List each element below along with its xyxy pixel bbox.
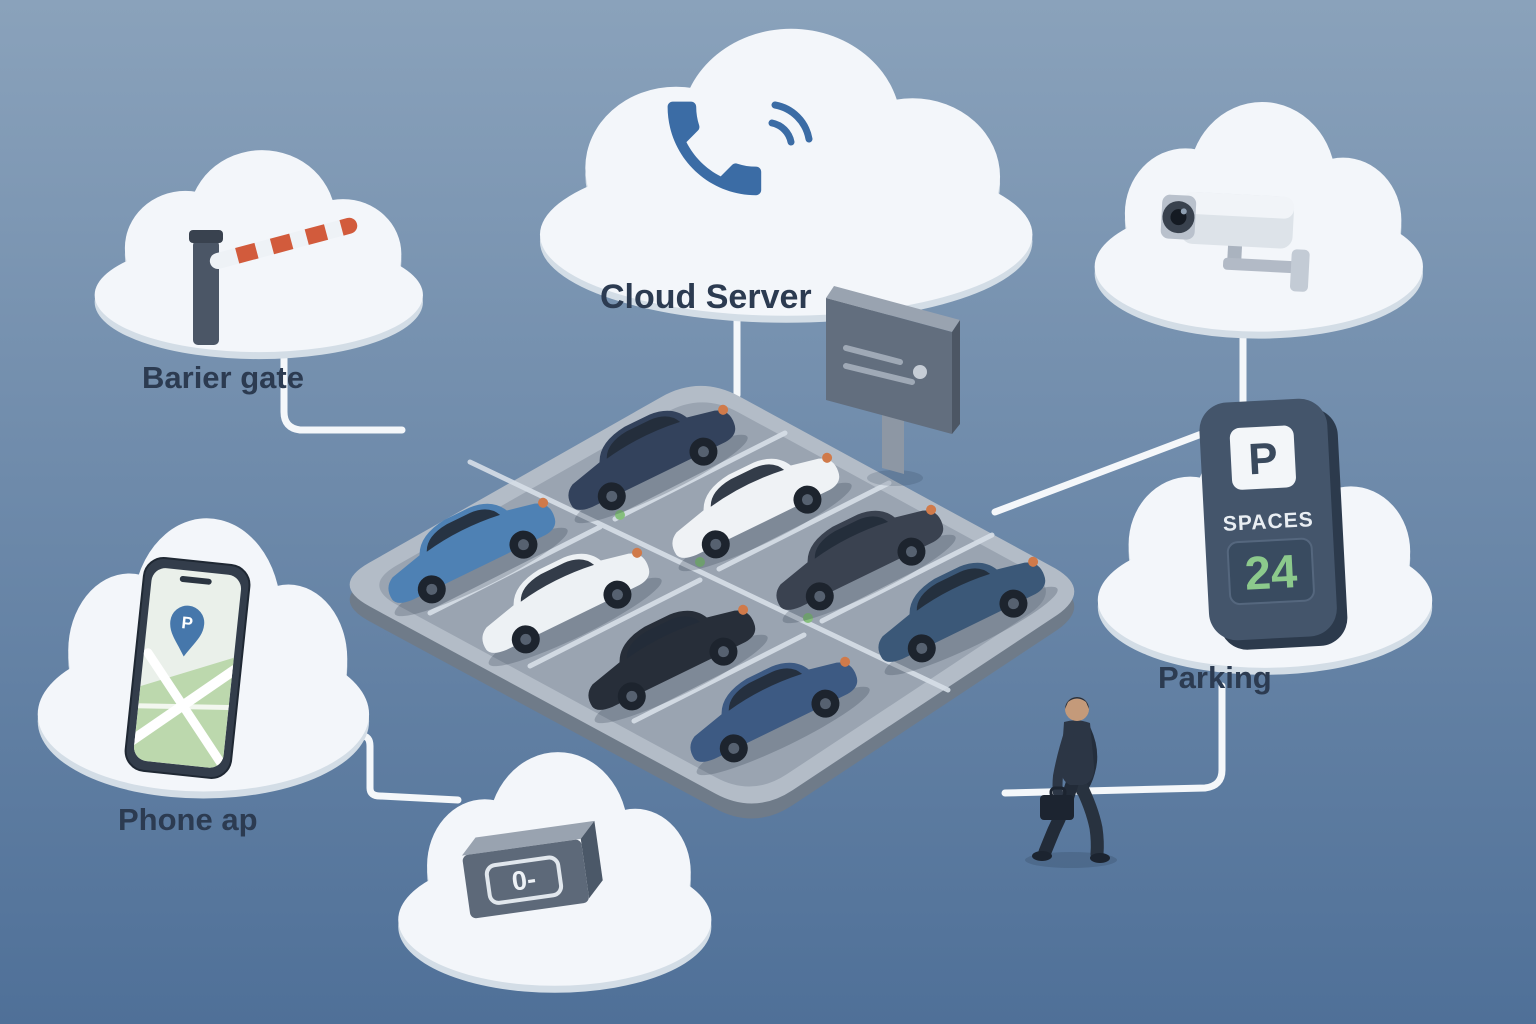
walking-person-figure xyxy=(1025,697,1117,868)
info-board-icon xyxy=(826,286,960,486)
parking-sign-spaces-label: SPACES xyxy=(1222,508,1314,536)
map-pin-letter: P xyxy=(181,613,194,633)
parking-sign-icon: P SPACES 24 xyxy=(1199,398,1348,650)
phone-app-label: Phone ap xyxy=(118,802,258,837)
barrier-gate-icon xyxy=(189,217,358,345)
person-front-leg xyxy=(1073,777,1104,861)
sensor-display: 0- xyxy=(510,864,538,897)
signal-wave-large xyxy=(771,101,813,143)
barrier-gate-label: Barier gate xyxy=(142,360,304,395)
map-screen xyxy=(132,648,240,770)
map-pin-icon: P xyxy=(170,605,205,657)
person-hair xyxy=(1065,697,1089,709)
signal-wave-small xyxy=(768,119,795,146)
connector-parking-sign xyxy=(1001,682,1226,797)
parking-label: Parking xyxy=(1158,660,1272,695)
cctv-camera-icon xyxy=(1160,191,1310,292)
signal-waves-icon xyxy=(768,101,813,146)
sensor-device-icon: 0- xyxy=(461,820,603,919)
briefcase-icon xyxy=(1040,795,1074,820)
person-head xyxy=(1065,697,1089,721)
connector-barrier-gate xyxy=(280,326,406,434)
smartphone-map-icon: P xyxy=(124,556,251,779)
phone-handset-icon xyxy=(667,101,762,196)
parking-sign-count: 24 xyxy=(1243,544,1298,600)
parking-sign-letter: P xyxy=(1247,434,1279,484)
cloud-server-label: Cloud Server xyxy=(600,278,812,316)
